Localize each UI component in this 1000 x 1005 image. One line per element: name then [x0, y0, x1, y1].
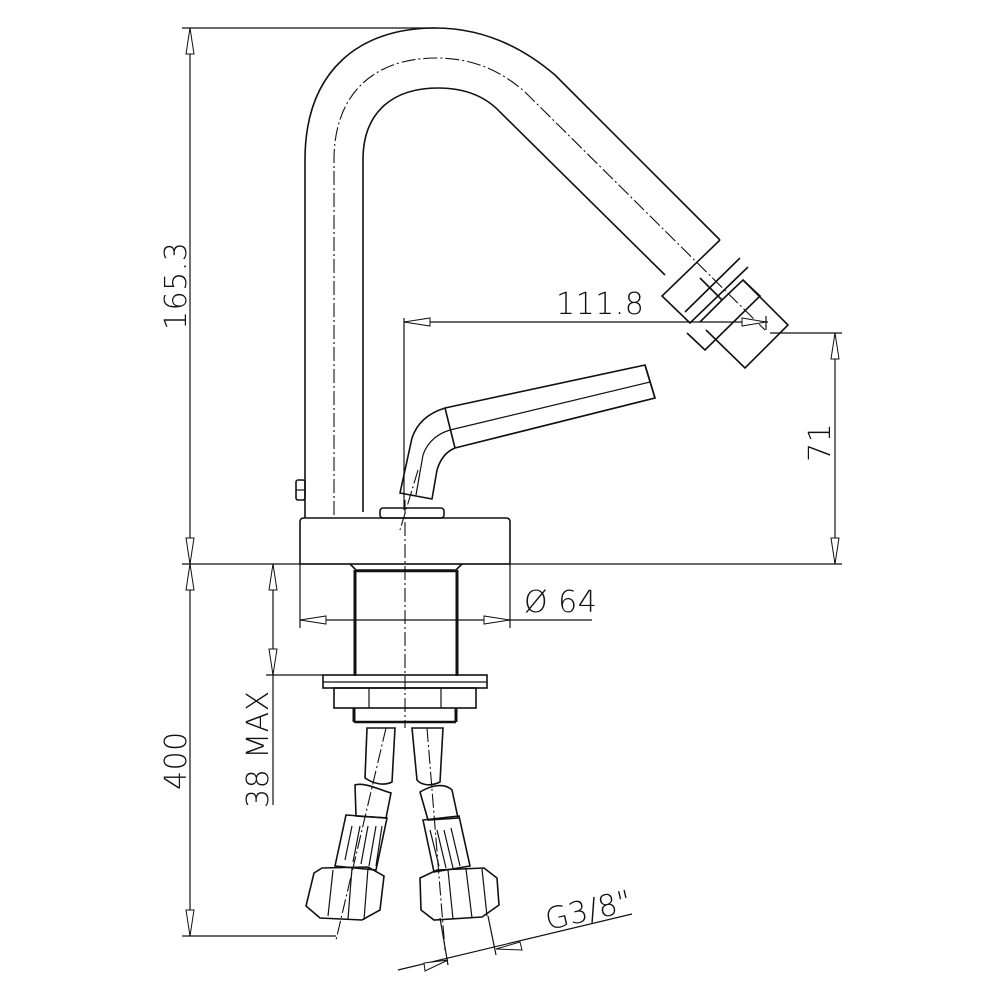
- dim-overall-height: 165.3: [159, 27, 436, 565]
- dim-base-diameter: Ø 64: [299, 564, 597, 628]
- side-screw: [295, 479, 306, 501]
- centre-lines: [335, 469, 446, 951]
- outlet-height-value: 71: [803, 423, 838, 462]
- dim-outlet-height: 71: [770, 332, 842, 565]
- dim-counter-thickness: 38 MAX: [241, 563, 323, 808]
- lever-handle: [399, 364, 657, 500]
- dim-spout-reach: 111.8: [403, 287, 768, 510]
- cartridge-cap: [379, 507, 445, 519]
- overall-height-value: 165.3: [159, 242, 194, 330]
- connection-thread-value: G3/8": [542, 884, 635, 938]
- hose-length-value: 400: [159, 731, 194, 790]
- flexible-hoses: [305, 727, 500, 921]
- counter-thickness-value: 38 MAX: [241, 690, 276, 808]
- spout-reach-value: 111.8: [556, 287, 644, 322]
- base-diameter-value: Ø 64: [524, 585, 597, 620]
- dim-hose-length: 400: [159, 563, 336, 937]
- dim-connection-thread: G3/8": [397, 884, 635, 972]
- spout: [304, 27, 790, 518]
